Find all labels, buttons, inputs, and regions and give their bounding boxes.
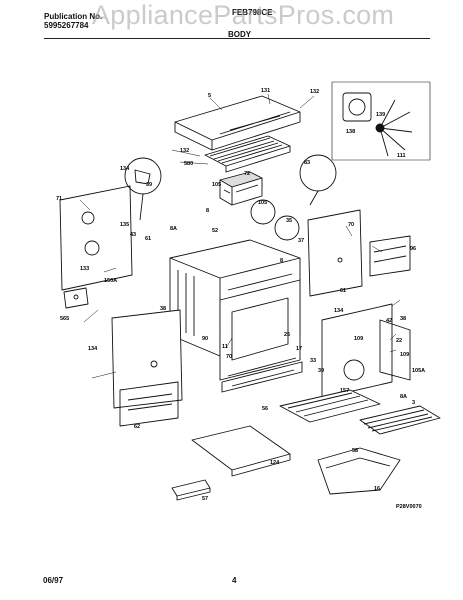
callout: 111 [397, 153, 406, 159]
callout: 8A [400, 394, 407, 400]
left-side-panel [59, 185, 133, 291]
callout: 109 [354, 336, 363, 342]
callout: 5 [208, 93, 211, 99]
callout: 138 [346, 129, 355, 135]
storage-drawer-bottom [191, 425, 291, 477]
callout: 25 [284, 332, 290, 338]
callout: 16 [374, 486, 380, 492]
convection-fan-assembly [331, 81, 431, 161]
callout: 62 [134, 424, 140, 430]
oven-door [219, 279, 303, 393]
model-number: FEB798CE [232, 8, 273, 17]
callout: 83 [304, 160, 310, 166]
heating-element-block [204, 135, 291, 173]
callout: 124 [270, 460, 280, 466]
callout: 38 [160, 306, 166, 312]
callout: 135 [120, 222, 129, 228]
callout: 109 [400, 352, 409, 358]
callout: 150A [104, 278, 117, 284]
callout: 56 [262, 406, 268, 412]
callout: 39 [318, 368, 324, 374]
callout: 35 [286, 218, 292, 224]
callout: 8 [280, 258, 283, 264]
callout: 61 [145, 236, 151, 242]
callout: 157 [340, 388, 349, 394]
detail-callout-circles [124, 154, 337, 241]
callout: 52 [212, 228, 218, 234]
callout: 105 [212, 182, 221, 188]
rear-bracket [369, 235, 411, 277]
callout: 38 [400, 316, 406, 322]
callout: 71 [56, 196, 62, 202]
watermark: AppliancePartsPros.com [92, 0, 395, 30]
callout: 70 [226, 354, 232, 360]
callout: 22 [396, 338, 402, 344]
leveling-bracket [63, 287, 89, 309]
callout: 131 [261, 88, 270, 94]
callout: 3 [412, 400, 415, 406]
callout: 133 [80, 266, 89, 272]
control-module [219, 171, 263, 206]
right-side-panel [307, 209, 363, 297]
callout: 57 [202, 496, 208, 502]
callout: 580 [184, 161, 193, 167]
callout: 11 [222, 344, 228, 350]
drawer-front [171, 479, 211, 501]
callout: 8 [206, 208, 209, 214]
bake-element [317, 447, 401, 495]
footer-page-number: 4 [232, 576, 237, 585]
callout: 8A [170, 226, 177, 232]
callout-labels: 5 131 132 138 139 111 132 580 105 72 71 … [56, 88, 425, 510]
callout: 42 [386, 318, 392, 324]
callout: 33 [310, 358, 316, 364]
lower-left-panel [111, 309, 183, 427]
callout: 43 [130, 232, 136, 238]
callout: 17 [296, 346, 302, 352]
footer-date: 06/97 [43, 576, 64, 585]
callout: 72 [244, 171, 250, 177]
callout: 134 [334, 308, 344, 314]
callout: 105A [412, 368, 425, 374]
callout: 96 [410, 246, 416, 252]
callout: 61 [340, 288, 346, 294]
callout: 139 [376, 112, 385, 118]
top-cover-panel [174, 95, 301, 151]
callout: 132 [180, 148, 189, 154]
callout: 565 [60, 316, 69, 322]
broil-element-and-racks [279, 303, 441, 435]
callout: 134 [88, 346, 98, 352]
callout: 39 [146, 182, 152, 188]
callout: 105 [258, 200, 267, 206]
section-title: BODY [228, 30, 252, 39]
callout: 90 [202, 336, 208, 342]
callout: 70 [348, 222, 354, 228]
callout: 132 [310, 89, 319, 95]
callout: 37 [298, 238, 304, 244]
callout: 134 [120, 166, 130, 172]
header-rule [44, 38, 430, 39]
diagram-code: P28V0070 [396, 504, 422, 510]
publication-number: 5995267784 [44, 21, 89, 30]
callout: 58 [352, 448, 358, 454]
publication-label: Publication No. [44, 12, 103, 21]
